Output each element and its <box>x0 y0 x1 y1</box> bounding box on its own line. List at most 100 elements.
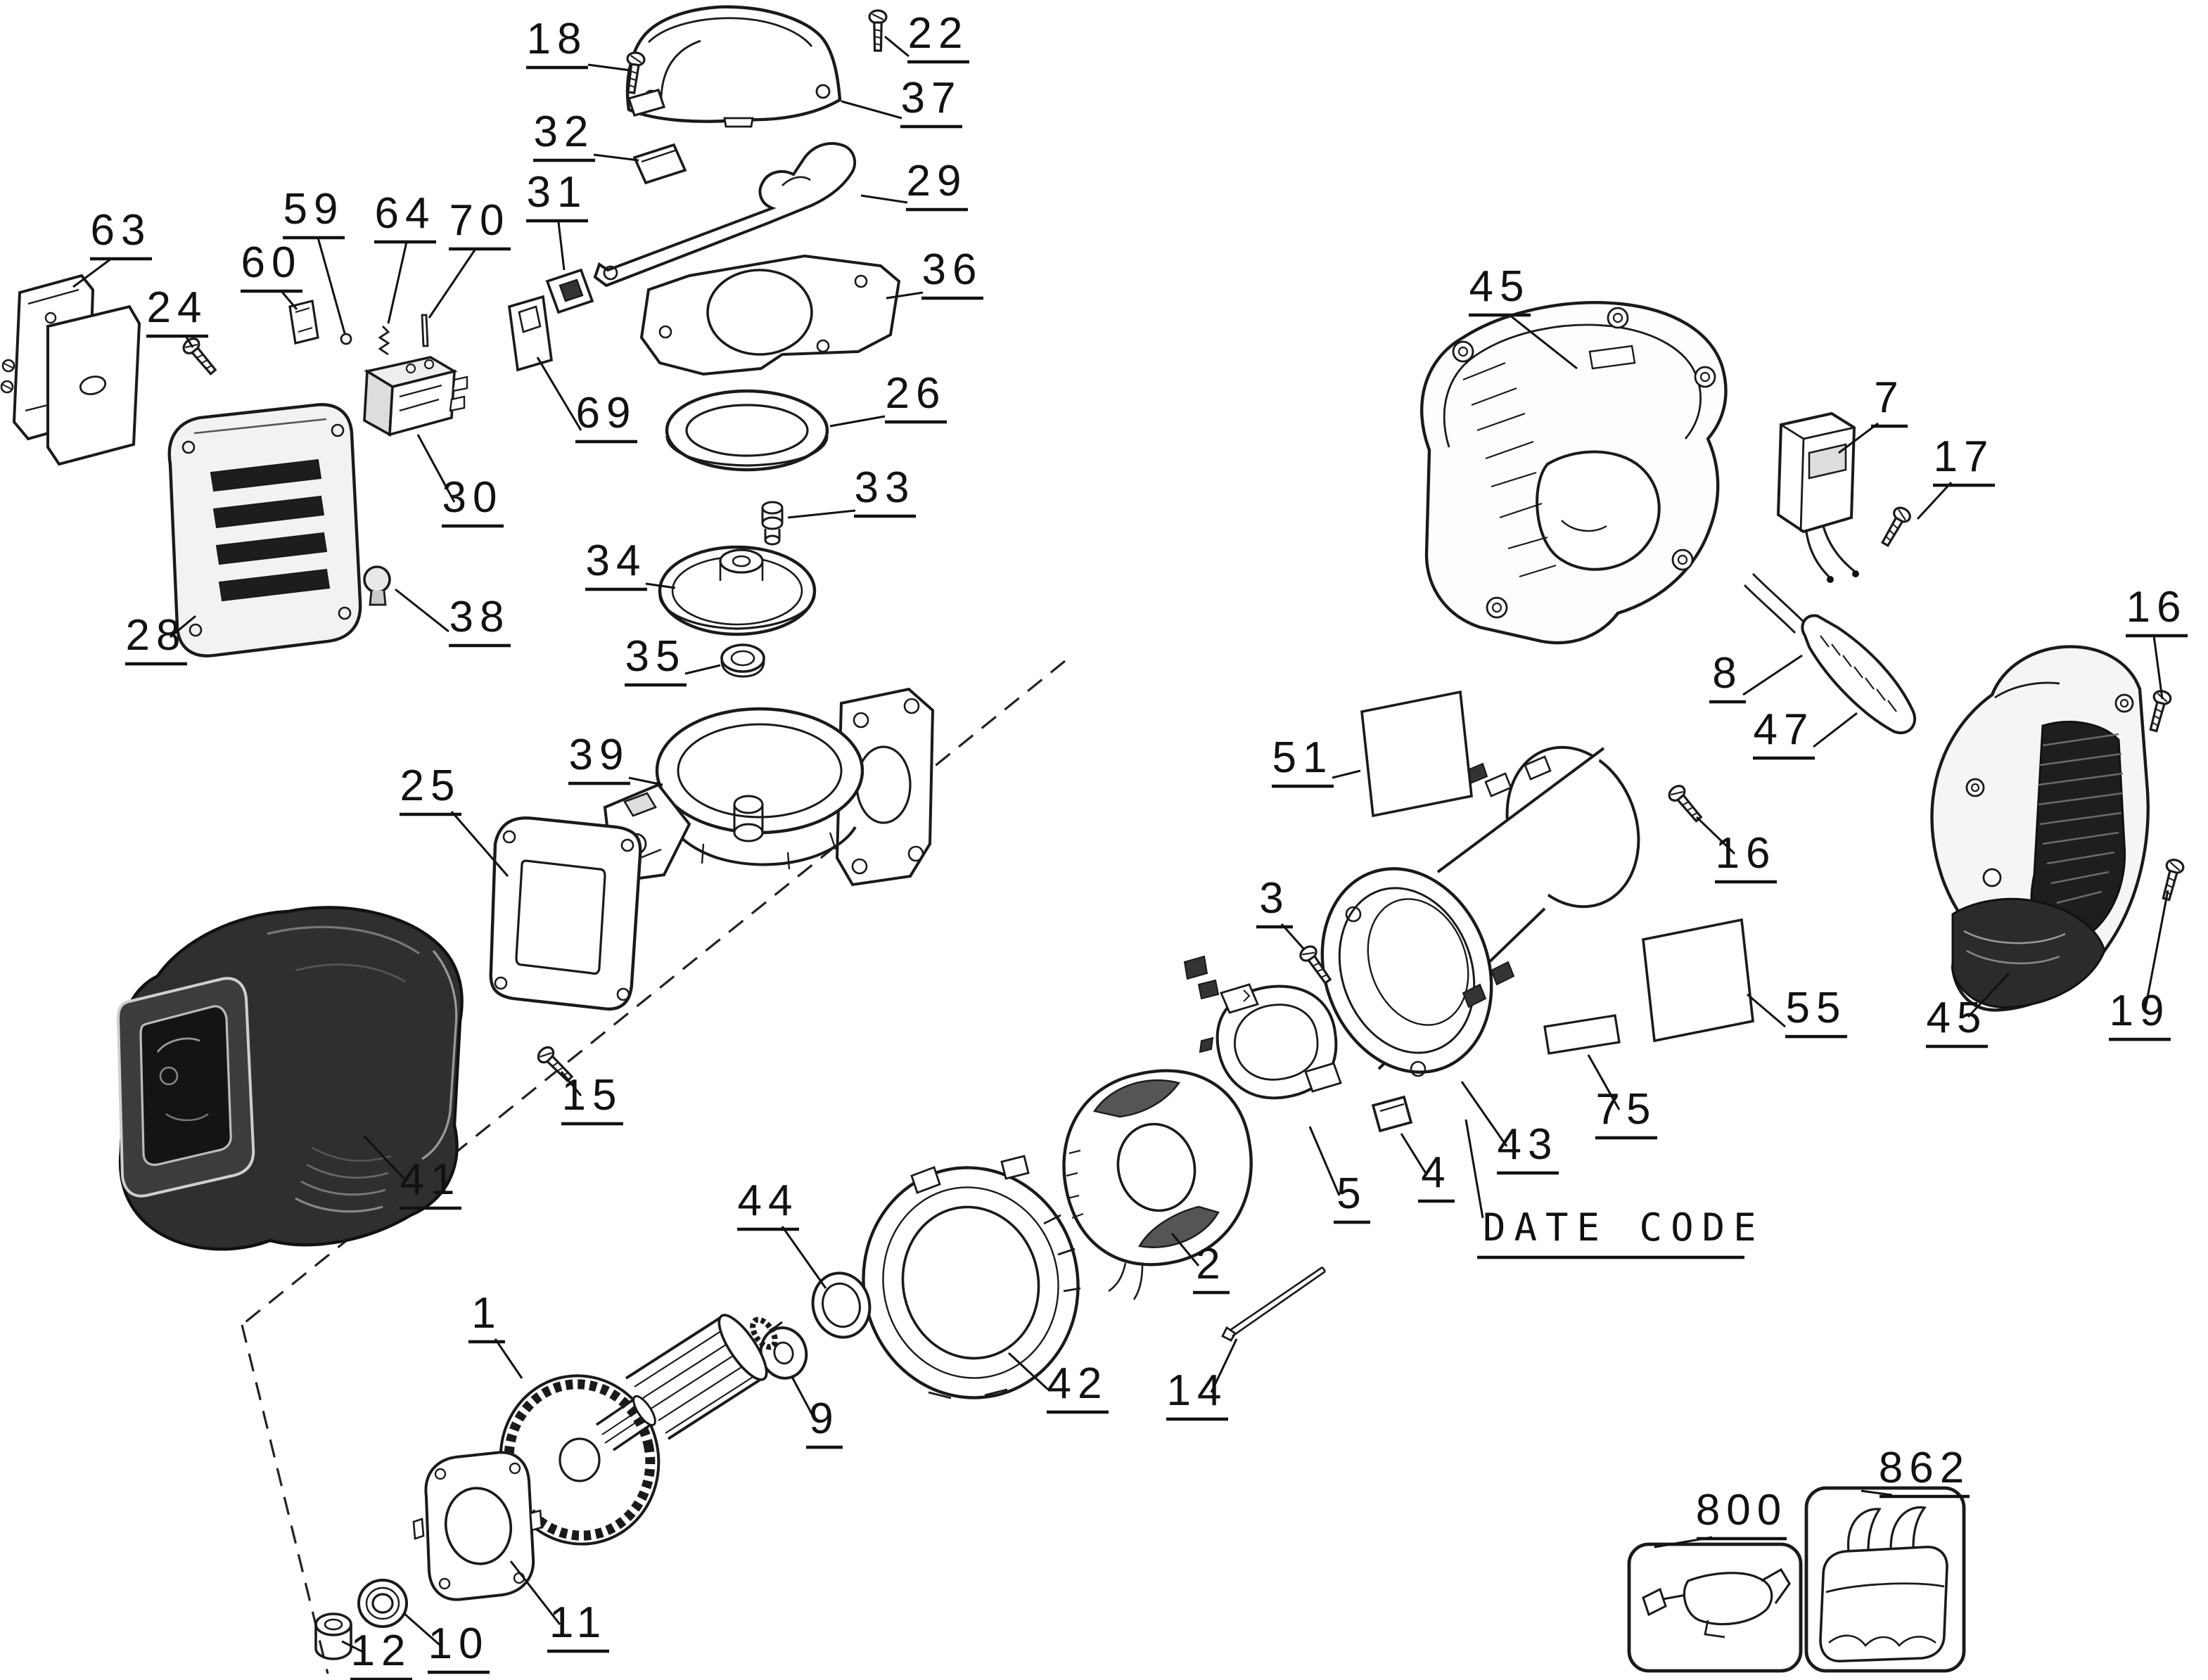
svg-text:36: 36 <box>922 245 983 294</box>
callout-3: 3 <box>1256 874 1293 929</box>
svg-text:44: 44 <box>738 1176 799 1225</box>
callout-24: 24 <box>146 283 208 338</box>
svg-text:60: 60 <box>241 238 302 287</box>
part-14-screw-long <box>1221 1266 1327 1342</box>
callout-75: 75 <box>1595 1085 1657 1140</box>
callout-22: 22 <box>907 9 969 64</box>
svg-text:41: 41 <box>400 1155 461 1204</box>
part-37-motor-end-cap <box>625 5 842 128</box>
svg-text:45: 45 <box>1469 262 1531 311</box>
part-55-label <box>1642 918 1754 1043</box>
dashed-boundary <box>241 660 1066 1674</box>
svg-text:4: 4 <box>1421 1148 1451 1197</box>
part-8-47-cord-protector <box>1743 572 1916 734</box>
callout-31: 31 <box>526 168 588 223</box>
callout-55: 55 <box>1785 984 1847 1039</box>
callout-29: 29 <box>906 157 968 212</box>
callout-63: 63 <box>90 206 152 261</box>
svg-text:8: 8 <box>1712 649 1742 698</box>
callout-41: 41 <box>400 1155 461 1210</box>
callout-26: 26 <box>885 369 947 424</box>
callout-8: 8 <box>1709 649 1746 704</box>
part-10-bearing <box>357 1579 408 1628</box>
part-2-field <box>1062 1069 1253 1300</box>
part-31-block <box>545 268 594 314</box>
part-25-gasket <box>489 816 642 1011</box>
svg-text:12: 12 <box>351 1627 412 1675</box>
part-36-plate <box>639 254 901 376</box>
callout-45a: 45 <box>1469 262 1531 317</box>
part-7-switch <box>1776 411 1859 583</box>
callout-12: 12 <box>350 1627 412 1680</box>
svg-text:29: 29 <box>907 157 968 205</box>
callout-35: 35 <box>625 632 687 687</box>
callout-39: 39 <box>568 731 630 786</box>
svg-text:10: 10 <box>428 1620 490 1668</box>
callout-64: 64 <box>374 189 436 244</box>
callout-60: 60 <box>241 238 302 293</box>
part-19-screw <box>2157 857 2186 903</box>
callout-59: 59 <box>283 185 345 240</box>
svg-text:63: 63 <box>91 206 152 255</box>
svg-text:17: 17 <box>1934 432 1995 481</box>
callout-69: 69 <box>575 389 637 444</box>
part-41-front-housing-boot <box>116 906 464 1251</box>
callout-70: 70 <box>449 196 511 251</box>
part-17-screw <box>1877 504 1914 550</box>
svg-text:22: 22 <box>908 9 969 58</box>
callout-16a: 16 <box>2126 583 2188 638</box>
svg-text:38: 38 <box>449 593 511 641</box>
part-44-ring <box>811 1271 872 1339</box>
part-11-end-plate <box>412 1451 543 1601</box>
part-64-spring <box>378 326 390 356</box>
callout-42: 42 <box>1047 1359 1109 1414</box>
callout-862: 862 <box>1879 1444 1970 1499</box>
svg-text:51: 51 <box>1272 733 1334 782</box>
svg-text:862: 862 <box>1879 1444 1970 1492</box>
svg-text:800: 800 <box>1696 1486 1787 1534</box>
svg-text:35: 35 <box>625 632 687 681</box>
callout-16b: 16 <box>1715 829 1777 884</box>
part-4-brush <box>1371 1095 1413 1133</box>
part-69-plate <box>508 295 553 372</box>
svg-text:39: 39 <box>569 731 630 779</box>
part-51-label <box>1360 690 1473 818</box>
part-63-bracket <box>0 274 141 466</box>
svg-text:69: 69 <box>576 389 637 437</box>
part-60-clip <box>288 300 319 345</box>
callout-7: 7 <box>1871 373 1908 428</box>
part-43-field-case <box>1320 745 1640 1077</box>
callout-9: 9 <box>806 1394 843 1449</box>
svg-text:34: 34 <box>586 537 647 585</box>
kit-box-800 <box>1627 1542 1803 1673</box>
part-75-label <box>1543 1014 1621 1055</box>
date-code-label: DATE CODE <box>1477 1205 1756 1259</box>
svg-text:11: 11 <box>549 1598 607 1647</box>
callout-800: 800 <box>1696 1486 1787 1541</box>
callout-11: 11 <box>547 1598 609 1653</box>
part-35-bushing <box>720 643 765 678</box>
callout-36: 36 <box>921 245 983 300</box>
callout-51: 51 <box>1272 733 1334 788</box>
callout-18: 18 <box>526 15 588 70</box>
callout-44: 44 <box>737 1176 799 1231</box>
svg-text:16: 16 <box>1716 829 1777 878</box>
part-28-cover <box>167 403 362 658</box>
svg-text:1: 1 <box>471 1289 502 1338</box>
svg-text:15: 15 <box>562 1071 623 1120</box>
callout-19: 19 <box>2109 987 2171 1041</box>
part-24-screw <box>179 334 221 379</box>
svg-text:55: 55 <box>1786 984 1847 1032</box>
svg-text:64: 64 <box>375 189 436 238</box>
callout-15: 15 <box>561 1071 623 1126</box>
svg-text:45: 45 <box>1927 994 1988 1042</box>
callout-4: 4 <box>1418 1148 1455 1203</box>
callout-28: 28 <box>125 611 187 666</box>
svg-text:7: 7 <box>1874 373 1904 422</box>
svg-text:26: 26 <box>886 369 947 418</box>
part-9-washer <box>759 1326 808 1380</box>
svg-text:18: 18 <box>527 15 588 63</box>
part-39-gear-housing <box>603 687 935 887</box>
part-34-counterweight <box>658 545 817 636</box>
